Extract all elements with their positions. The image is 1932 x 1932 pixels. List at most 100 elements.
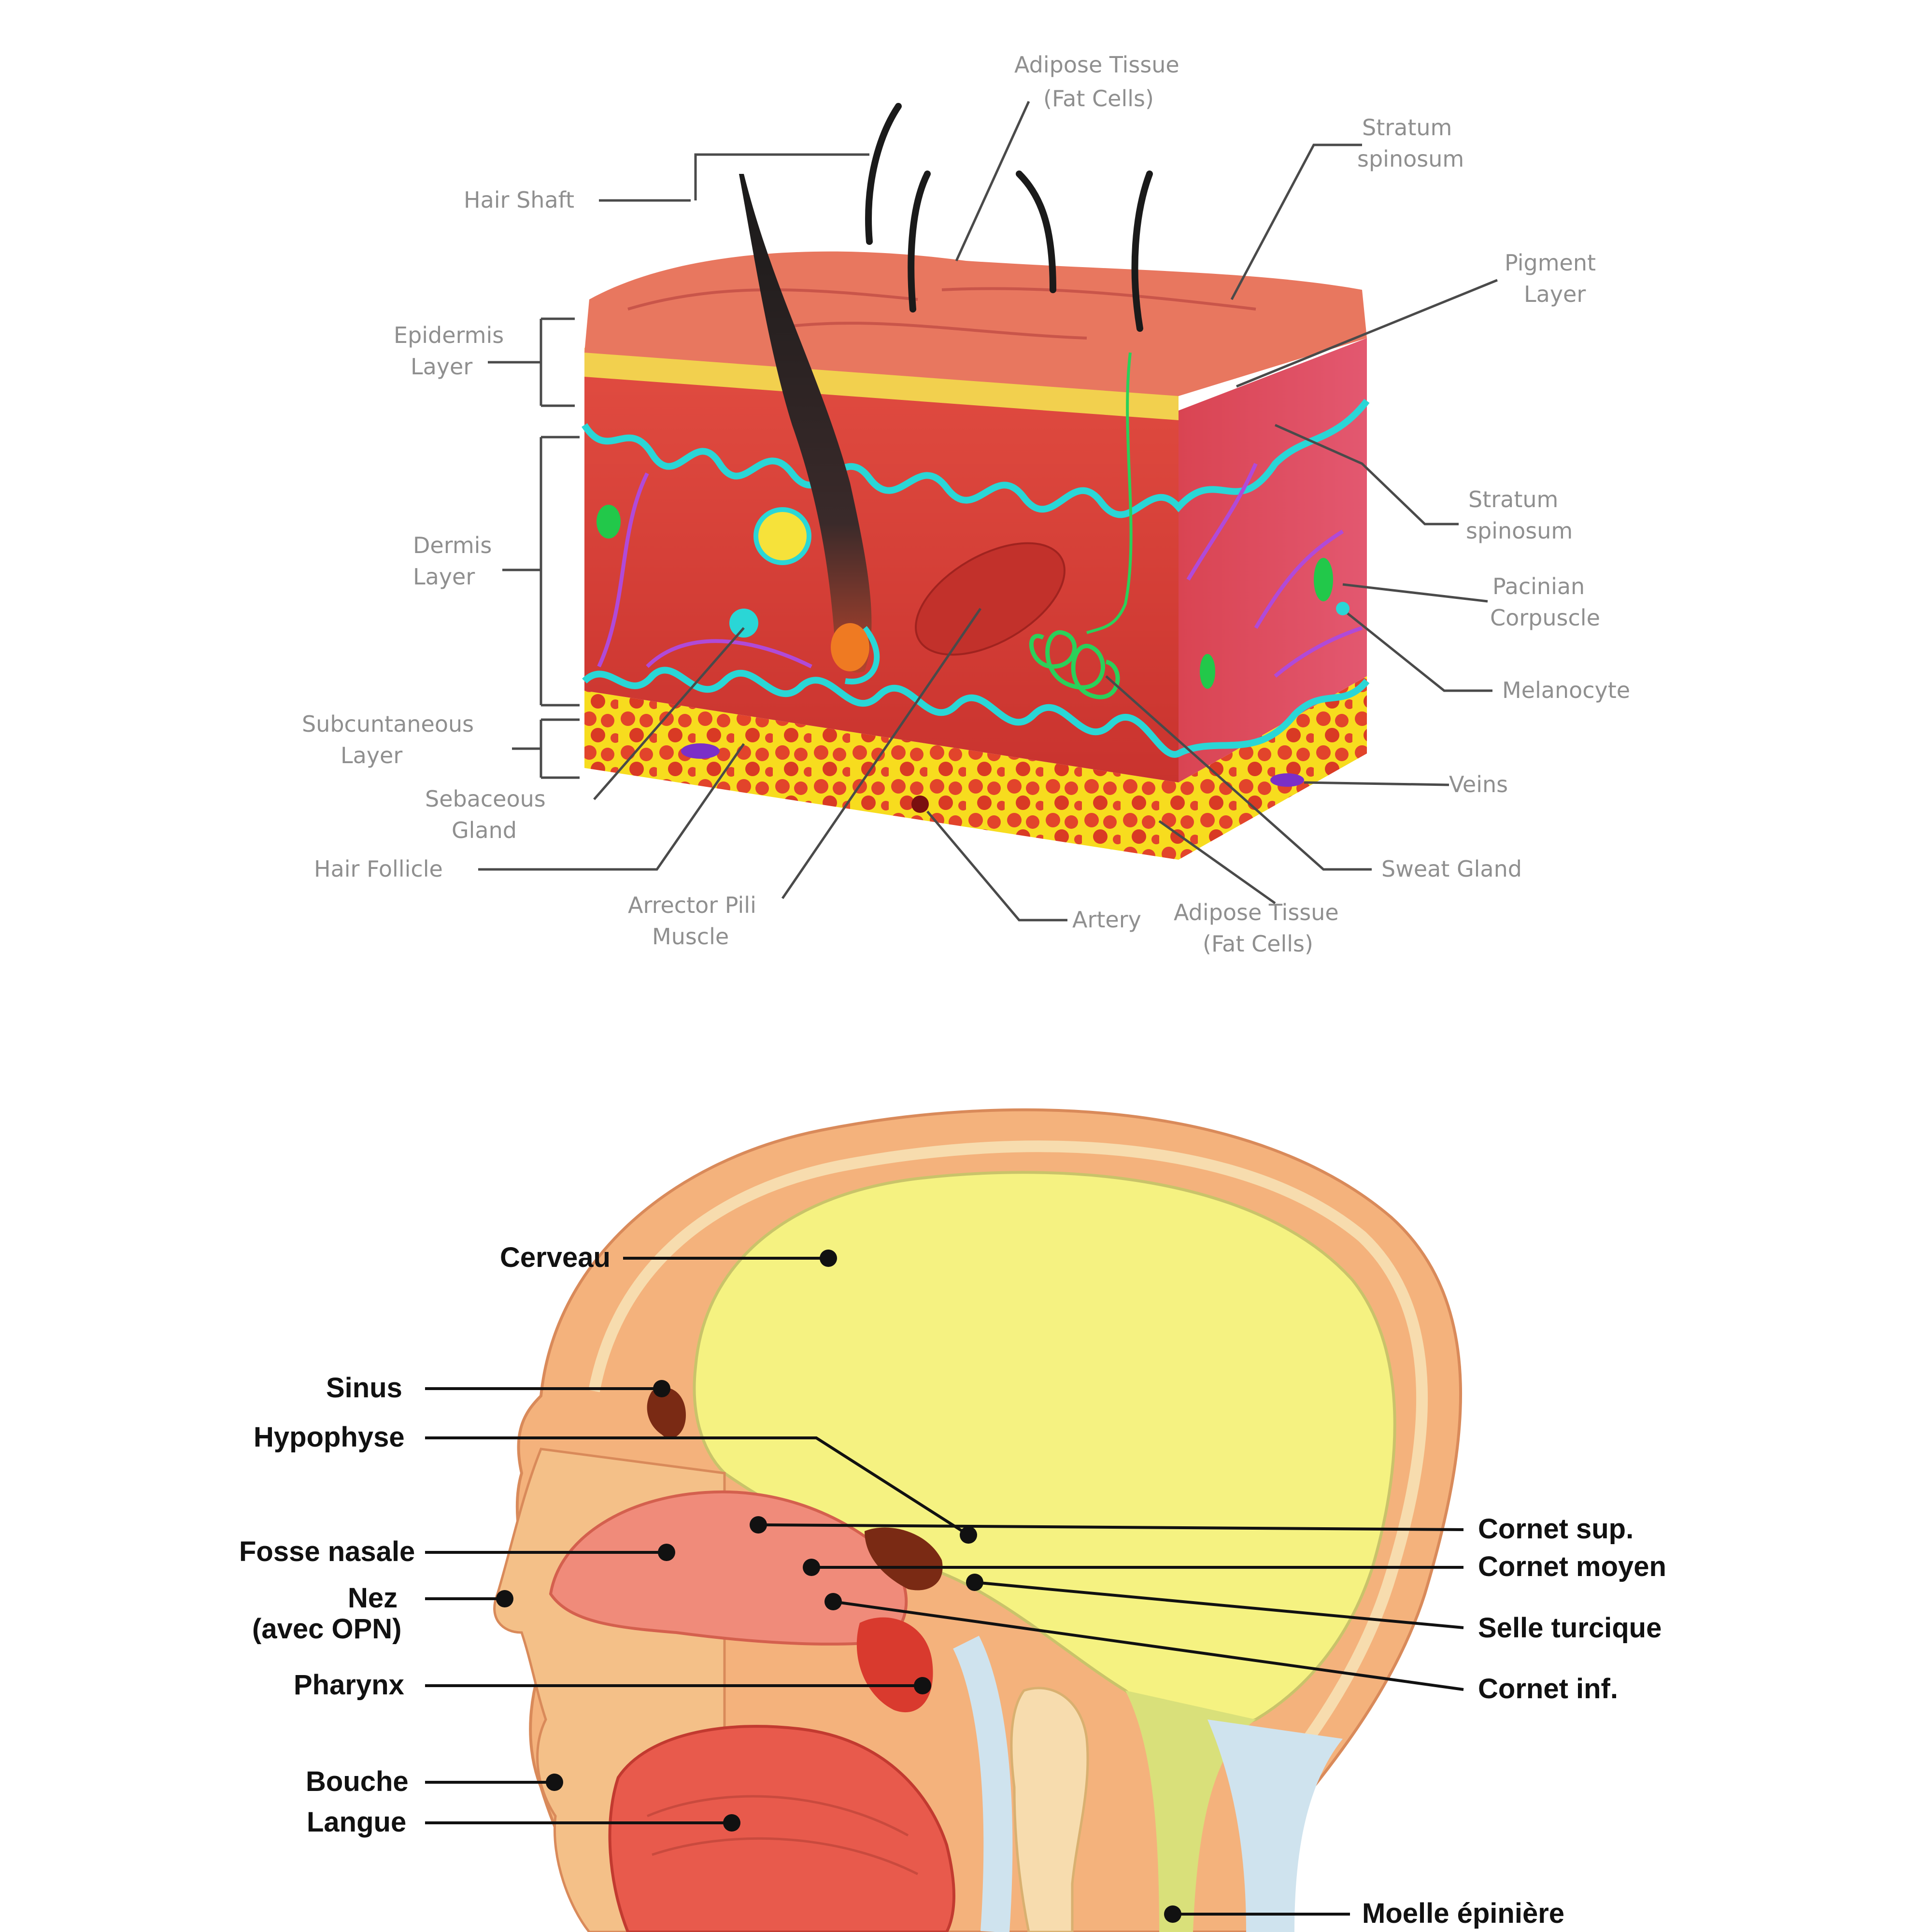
label-cornet-inf: Cornet inf. bbox=[1478, 1673, 1618, 1705]
nerve-ending bbox=[729, 609, 758, 638]
label-epidermis-2: Layer bbox=[411, 354, 472, 380]
label-cornet-sup: Cornet sup. bbox=[1478, 1513, 1634, 1545]
pacinian-corpuscle-left bbox=[597, 505, 621, 539]
dot-sinus bbox=[653, 1380, 670, 1397]
surface-hair-4 bbox=[1131, 170, 1153, 332]
dot-cerveau bbox=[820, 1250, 837, 1267]
label-subcutaneous-1: Subcuntaneous bbox=[302, 711, 474, 737]
label-veins: Veins bbox=[1449, 771, 1508, 797]
label-cerveau: Cerveau bbox=[500, 1242, 611, 1273]
tongue bbox=[608, 1725, 955, 1932]
label-adipose-top-2: (Fat Cells) bbox=[1043, 85, 1154, 112]
dot-moelle bbox=[1164, 1905, 1181, 1923]
head-leader-lines bbox=[425, 1250, 1464, 1923]
label-stratum-mid-1: Stratum bbox=[1468, 486, 1558, 512]
follicle-sheath bbox=[845, 626, 880, 685]
label-arrector-2: Muscle bbox=[652, 923, 729, 950]
surface-hair-3 bbox=[1016, 170, 1056, 293]
label-moelle: Moelle épinière bbox=[1362, 1898, 1564, 1929]
leader-hypophyse bbox=[425, 1436, 969, 1536]
label-nez-2: (avec OPN) bbox=[252, 1613, 401, 1645]
skull-bone bbox=[588, 1140, 1428, 1810]
leader-cornet-sup bbox=[758, 1523, 1464, 1531]
label-hair-shaft: Hair Shaft bbox=[464, 187, 574, 213]
skin-cross-section-diagram: Hair Shaft Adipose Tissue (Fat Cells) St… bbox=[302, 52, 1630, 957]
bracket-subcutaneous bbox=[512, 718, 580, 779]
basement-membrane-lower bbox=[582, 667, 1370, 758]
hair-follicle bbox=[739, 174, 872, 673]
label-subcutaneous-2: Layer bbox=[341, 742, 402, 768]
skin-labels: Hair Shaft Adipose Tissue (Fat Cells) St… bbox=[302, 52, 1630, 957]
label-epidermis-1: Epidermis bbox=[394, 322, 504, 348]
label-cornet-moyen: Cornet moyen bbox=[1478, 1551, 1666, 1582]
pacinian-corpuscle-mid bbox=[1200, 654, 1215, 689]
dot-hypophyse bbox=[960, 1526, 977, 1544]
label-dermis-2: Layer bbox=[413, 564, 475, 590]
label-sinus: Sinus bbox=[326, 1372, 402, 1404]
leader-hair-shaft bbox=[599, 153, 869, 202]
nasal-cavity bbox=[549, 1490, 908, 1646]
dot-fosse-nasale bbox=[658, 1544, 675, 1561]
label-adipose-bottom-1: Adipose Tissue bbox=[1174, 899, 1339, 925]
vein-right bbox=[1270, 773, 1304, 787]
blood-vessels bbox=[597, 463, 1363, 678]
label-pigment-1: Pigment bbox=[1505, 250, 1596, 276]
leader-pigment bbox=[1236, 279, 1498, 388]
head-labels: Cerveau Sinus Hypophyse Fosse nasale Nez… bbox=[239, 1242, 1666, 1929]
sweat-duct bbox=[1086, 352, 1133, 634]
leader-adipose-top bbox=[955, 100, 1030, 262]
subcutaneous-fat-side bbox=[1179, 676, 1367, 860]
basement-membrane-upper bbox=[582, 398, 1370, 518]
bracket-epidermis bbox=[488, 317, 575, 407]
label-sebaceous-2: Gland bbox=[452, 817, 517, 843]
frontal-sinus bbox=[647, 1387, 686, 1438]
leader-melanocyte bbox=[1347, 612, 1492, 692]
skin-diagram-panel: Hair Shaft Adipose Tissue (Fat Cells) St… bbox=[302, 52, 1630, 957]
dot-bouche bbox=[546, 1774, 563, 1791]
leader-stratum-top bbox=[1230, 143, 1362, 300]
leader-pacinian bbox=[1342, 583, 1488, 603]
label-pacinian-2: Corpuscle bbox=[1490, 605, 1600, 631]
label-fosse-nasale: Fosse nasale bbox=[239, 1536, 415, 1567]
leader-selle-turcique bbox=[974, 1581, 1464, 1629]
dot-cornet-sup bbox=[750, 1516, 767, 1534]
head-diagram-panel: Cerveau Sinus Hypophyse Fosse nasale Nez… bbox=[0, 1053, 1932, 1932]
head-illustration bbox=[493, 1108, 1463, 1932]
label-dermis-1: Dermis bbox=[413, 532, 492, 558]
melanocyte-cell bbox=[1336, 602, 1350, 615]
label-stratum-top-1: Stratum bbox=[1362, 114, 1452, 141]
spinal-canal bbox=[1208, 1719, 1343, 1932]
tongue-muscle-fibers bbox=[647, 1795, 919, 1875]
label-artery: Artery bbox=[1072, 907, 1141, 933]
pigment-layer-front bbox=[584, 348, 1179, 420]
label-pharynx: Pharynx bbox=[294, 1669, 404, 1701]
label-selle-turcique: Selle turcique bbox=[1478, 1612, 1662, 1644]
surface-hair-2 bbox=[908, 170, 931, 313]
label-adipose-top-1: Adipose Tissue bbox=[1014, 52, 1179, 78]
dot-pharynx bbox=[914, 1677, 931, 1694]
label-nez-1: Nez bbox=[348, 1582, 398, 1614]
dot-selle-turcique bbox=[966, 1574, 983, 1591]
dermis-side bbox=[1179, 338, 1367, 782]
surface-hair-1 bbox=[865, 103, 902, 245]
pharynx-tissue bbox=[856, 1617, 933, 1713]
leader-stratum-mid bbox=[1274, 424, 1459, 526]
pharyngeal-wall bbox=[953, 1635, 1013, 1932]
sebaceous-gland bbox=[753, 507, 811, 565]
label-stratum-mid-2: spinosum bbox=[1466, 518, 1573, 544]
label-melanocyte: Melanocyte bbox=[1502, 677, 1630, 703]
label-sebaceous-1: Sebaceous bbox=[425, 786, 546, 812]
artery-point bbox=[911, 796, 929, 813]
skin-leader-lines bbox=[478, 100, 1498, 922]
leader-adipose-bottom bbox=[1158, 820, 1276, 905]
dot-langue bbox=[723, 1814, 740, 1832]
leader-cornet-inf bbox=[833, 1600, 1464, 1691]
label-stratum-top-2: spinosum bbox=[1357, 146, 1464, 172]
pacinian-corpuscle-right bbox=[1314, 558, 1333, 601]
leader-sebaceous bbox=[593, 627, 745, 800]
arrector-pili-muscle bbox=[915, 542, 1065, 656]
label-pacinian-1: Pacinian bbox=[1492, 573, 1585, 599]
sweat-gland bbox=[1029, 630, 1120, 699]
leader-veins bbox=[1304, 781, 1449, 786]
dot-nez bbox=[496, 1590, 513, 1607]
